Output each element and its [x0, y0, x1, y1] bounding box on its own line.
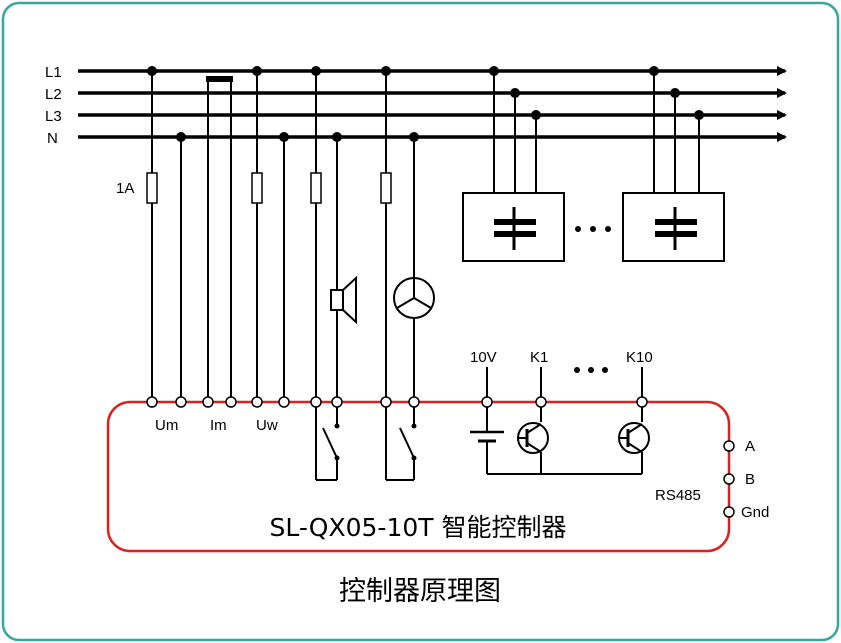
bus-lines	[78, 66, 787, 142]
rs485-name-label: RS485	[655, 487, 701, 504]
fan-icon	[393, 277, 435, 319]
rs485-a-label: A	[745, 438, 755, 455]
ellipsis-outputs	[574, 367, 608, 373]
rs485-b-label: B	[745, 471, 755, 488]
terminal-label-um: Um	[155, 417, 178, 434]
terminal-label-im: Im	[210, 417, 227, 434]
rs485-terminals	[723, 440, 735, 518]
fuse-alarm	[310, 172, 322, 204]
junction-dots	[147, 66, 704, 142]
relay-switch-alarm	[315, 402, 338, 481]
terminals	[146, 396, 648, 408]
label-k10: K10	[626, 349, 653, 366]
bus-label-l2: L2	[45, 86, 62, 103]
speaker-icon	[330, 275, 357, 325]
diagram-caption: 控制器原理图	[339, 576, 501, 607]
controller-name: SL-QX05-10T 智能控制器	[270, 513, 567, 542]
transistor-k1	[517, 402, 549, 474]
drop-wires	[151, 71, 700, 402]
capacitor-bank-1	[462, 192, 565, 262]
fuse-fan	[380, 172, 392, 204]
bus-label-l3: L3	[45, 108, 62, 125]
terminal-label-uw: Uw	[256, 417, 278, 434]
bus-label-n: N	[47, 130, 58, 147]
label-k1: K1	[530, 349, 548, 366]
capacitor-bank-2	[622, 192, 725, 262]
bus-label-l1: L1	[45, 64, 62, 81]
ellipsis-capacitors	[575, 226, 611, 232]
current-transformer	[206, 76, 233, 82]
fuse-um	[146, 172, 158, 204]
rs485-gnd-label: Gnd	[741, 504, 769, 521]
fuse-uw	[251, 172, 263, 204]
fuse-rating-label: 1A	[116, 180, 134, 197]
fuses	[146, 172, 392, 204]
label-10v: 10V	[470, 349, 497, 366]
transistor-k10	[618, 402, 650, 474]
